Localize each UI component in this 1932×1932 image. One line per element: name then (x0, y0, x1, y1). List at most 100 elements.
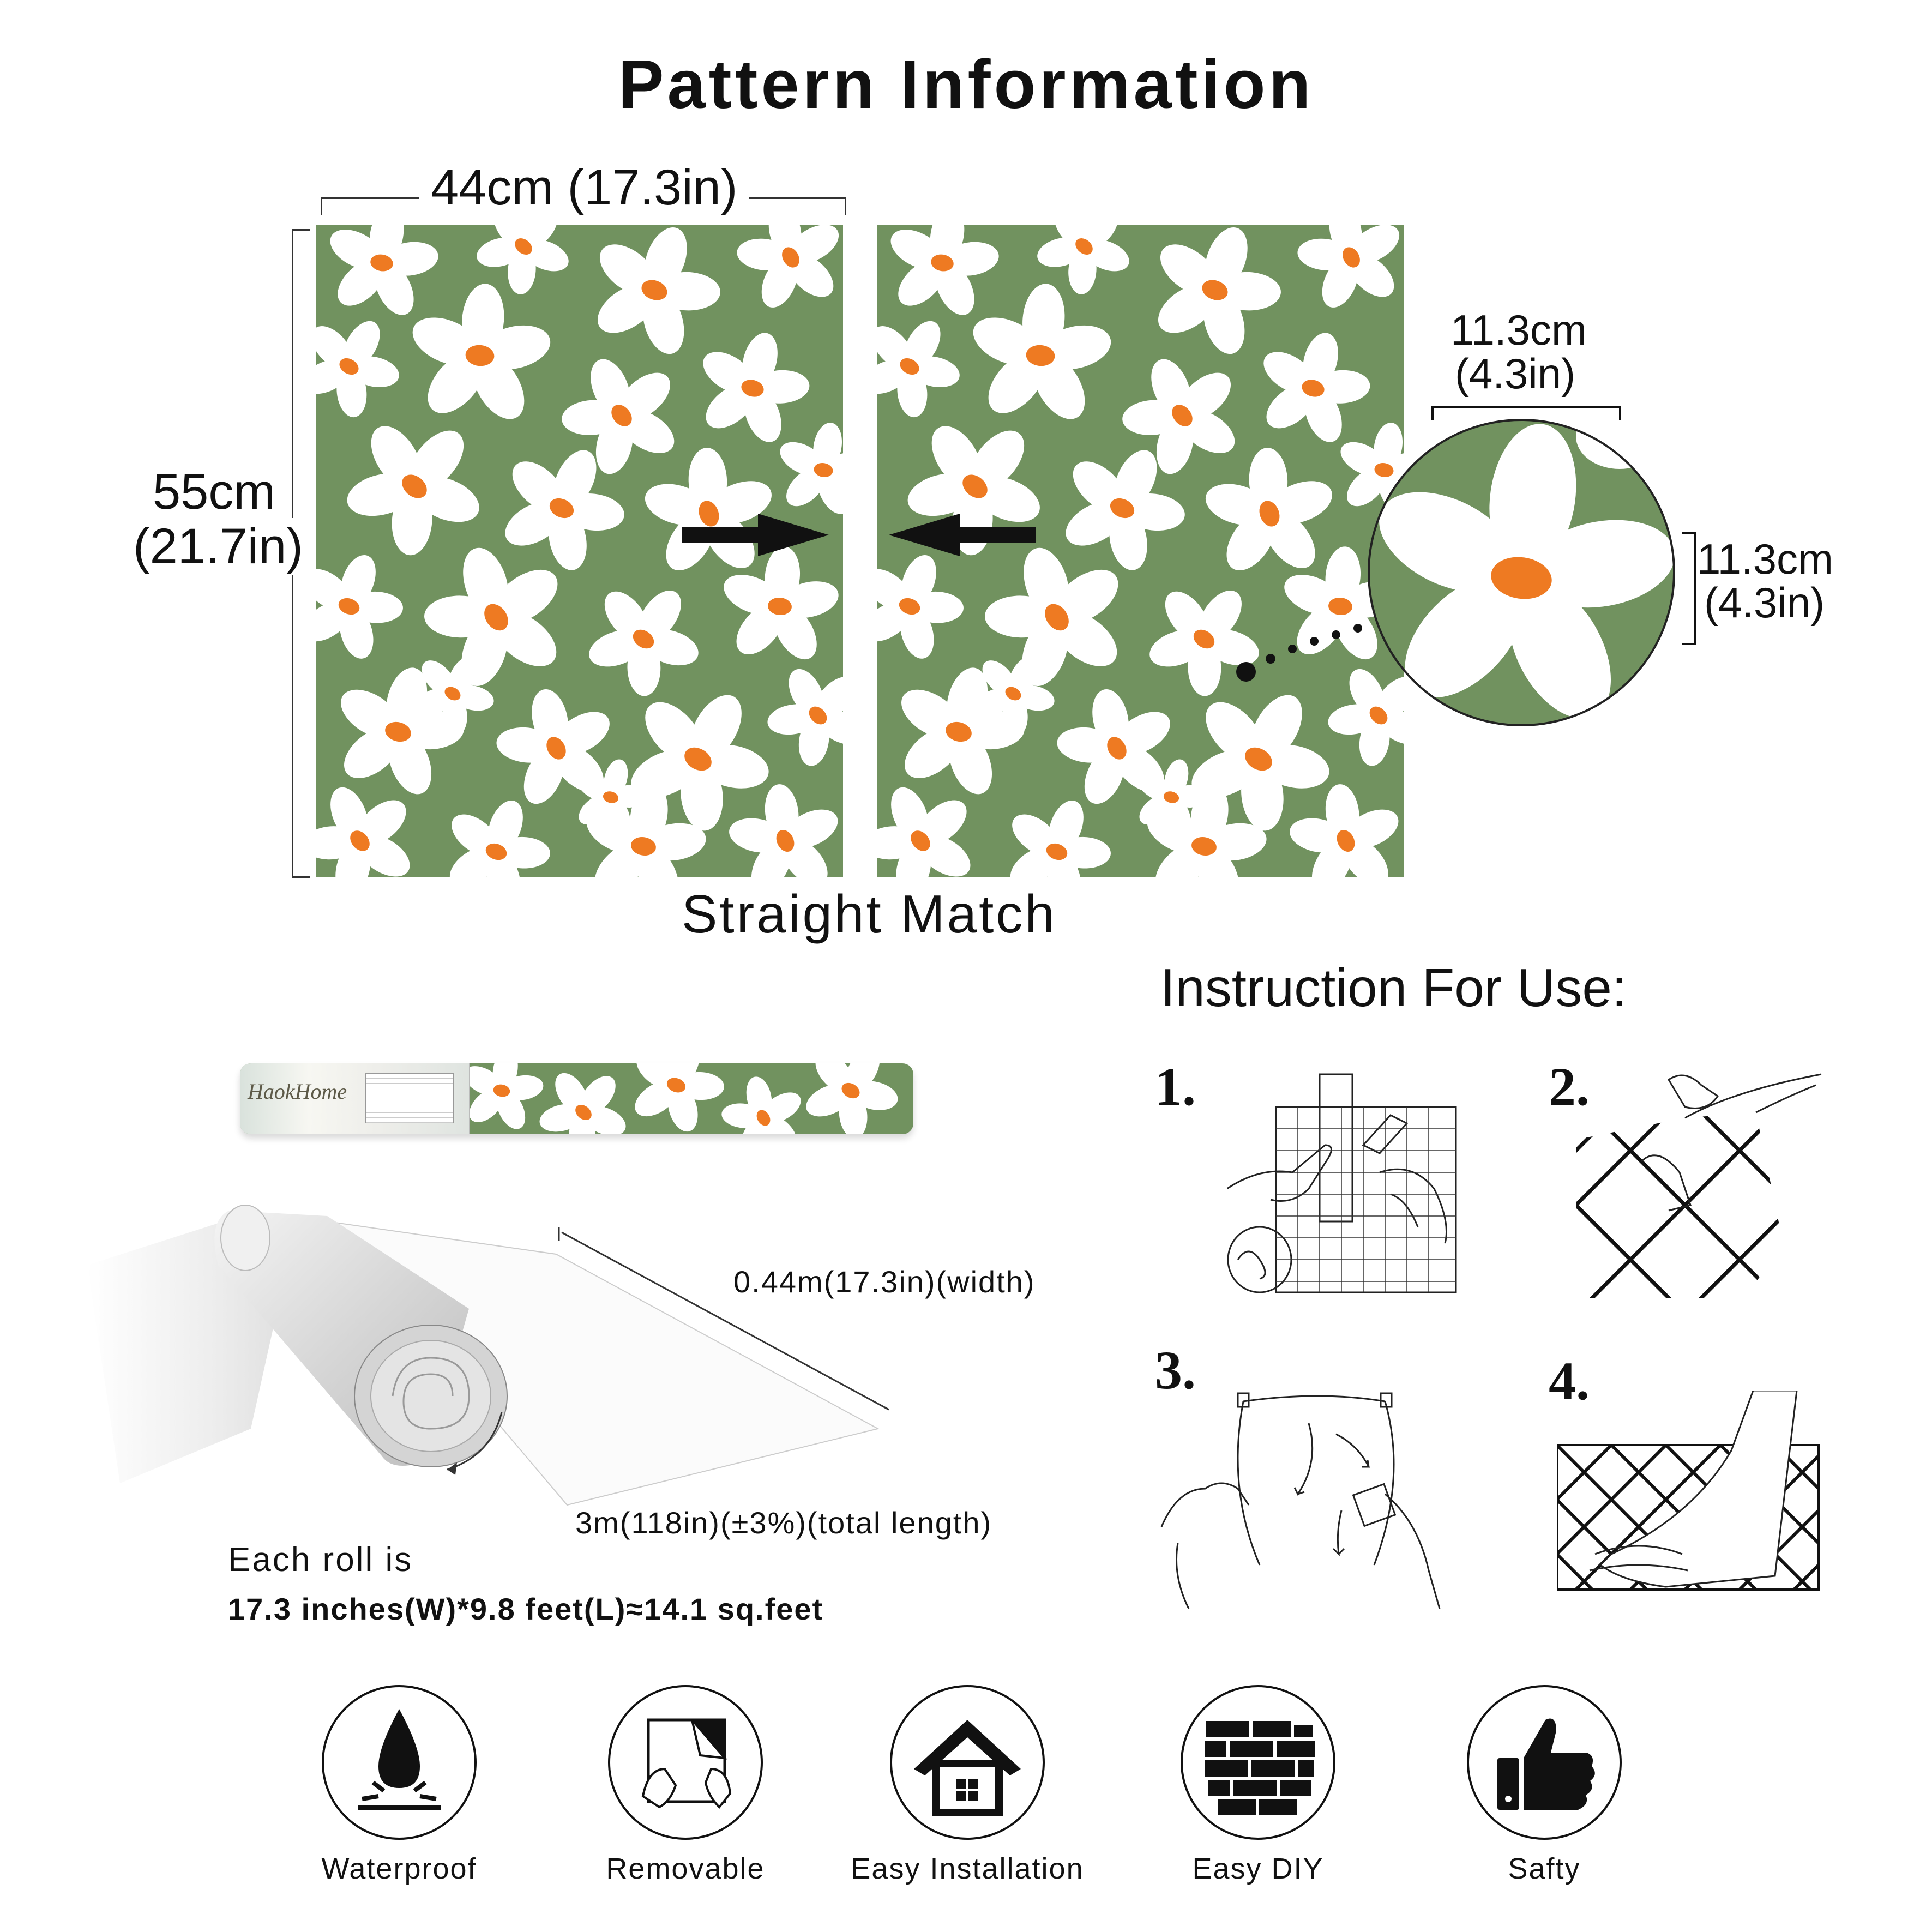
step-1-cut-illustration (1227, 1073, 1457, 1293)
step-number-4: 4. (1549, 1351, 1590, 1411)
flower (635, 1063, 724, 1132)
flower (724, 546, 839, 660)
flower (597, 227, 720, 354)
flower (1290, 784, 1399, 877)
flower (464, 1063, 544, 1129)
step-3-smooth-illustration (1160, 1392, 1441, 1609)
flower (1010, 800, 1111, 877)
feature-easy-installation-label: Easy Installation (851, 1852, 1084, 1885)
page-title: Pattern Information (618, 46, 1314, 123)
arrow-right-icon (682, 514, 829, 556)
match-type-label: Straight Match (682, 884, 1057, 944)
repeat-width-line (1431, 406, 1621, 420)
repeat-height-in: (4.3in) (1704, 579, 1825, 627)
flower (1149, 590, 1259, 696)
flower (767, 669, 843, 766)
flower (496, 689, 610, 804)
feature-easy-diy (1181, 1685, 1335, 1840)
flower (973, 284, 1111, 419)
flower (424, 547, 558, 687)
flower (645, 448, 772, 571)
roll-length-label: 3m(118in)(±3%)(total length) (575, 1506, 992, 1540)
thumbs-up-icon (1497, 1718, 1595, 1810)
step-2-peel-illustration (1576, 1073, 1822, 1298)
feature-waterproof-label: Waterproof (321, 1852, 477, 1885)
tube-pattern (464, 1063, 898, 1134)
pattern-panel-right (877, 225, 1404, 877)
flower (449, 800, 550, 877)
flower (341, 667, 464, 795)
repeat-width-in: (4.3in) (1455, 350, 1576, 398)
flower (729, 784, 838, 877)
flower (576, 759, 650, 834)
roll-summary-line2: 17.3 inches(W)*9.8 feet(L)≈14.1 sq.feet (228, 1592, 824, 1626)
flower (737, 225, 839, 308)
flower (539, 1073, 626, 1134)
repeat-height-cm: 11.3cm (1697, 535, 1833, 583)
feature-safety-label: Safty (1508, 1852, 1581, 1885)
flower (562, 359, 675, 474)
flower (1297, 225, 1400, 308)
repeat-height-line (1682, 532, 1696, 645)
floral-pattern (316, 225, 843, 877)
flower (412, 284, 551, 419)
step-number-3: 3. (1155, 1340, 1196, 1400)
flower (901, 667, 1025, 795)
flower (589, 590, 699, 696)
step-number-1: 1. (1155, 1056, 1196, 1117)
flower (1037, 225, 1129, 294)
flower (1158, 227, 1281, 354)
height-dimension-cm: 55cm (153, 464, 275, 521)
flower (1328, 669, 1404, 766)
feature-removable (608, 1685, 763, 1840)
flower (806, 1063, 898, 1134)
instructions-heading: Instruction For Use: (1160, 958, 1627, 1018)
flower (780, 423, 843, 514)
flower (1205, 448, 1332, 571)
flower (1066, 450, 1185, 570)
repeat-width-cm: 11.3cm (1450, 306, 1587, 354)
roll-summary-line1: Each roll is (228, 1541, 413, 1579)
flower (330, 225, 438, 315)
feature-safety (1467, 1685, 1622, 1840)
flower (347, 426, 479, 556)
flower (316, 787, 410, 877)
flower (316, 321, 399, 418)
step-4-apply-illustration (1557, 1391, 1820, 1591)
flower (316, 555, 403, 659)
feature-waterproof (322, 1685, 477, 1840)
flower (877, 321, 960, 418)
flower (974, 656, 1055, 736)
brand-name: HaokHome (248, 1079, 347, 1104)
flower (505, 450, 624, 570)
flower (477, 225, 569, 294)
magnified-flower (1368, 419, 1675, 726)
flower (877, 555, 964, 659)
flower (1122, 359, 1235, 474)
tube-label: HaokHome (240, 1063, 470, 1134)
flower (703, 333, 810, 442)
step-number-2: 2. (1549, 1056, 1590, 1117)
flower (1263, 333, 1370, 442)
peel-icon (641, 1718, 732, 1809)
roll-illustration (87, 1205, 889, 1506)
height-dimension-in: (21.7in) (133, 518, 303, 575)
arrow-left-icon (889, 514, 1036, 556)
feature-easy-diy-label: Easy DIY (1192, 1852, 1324, 1885)
flower (413, 656, 494, 736)
flower (721, 1076, 801, 1134)
water-drop-icon (358, 1709, 441, 1810)
flower (877, 787, 971, 877)
flower (1191, 695, 1329, 831)
product-tube: HaokHome (240, 1063, 913, 1134)
pattern-panel-left (316, 225, 843, 877)
feature-easy-installation (890, 1685, 1045, 1840)
house-icon (914, 1720, 1021, 1816)
brick-wall-icon (1205, 1721, 1315, 1815)
feature-removable-label: Removable (606, 1852, 765, 1885)
roll-width-label: 0.44m(17.3in)(width) (733, 1265, 1036, 1299)
flower (1137, 759, 1211, 834)
width-dimension-label: 44cm (17.3in) (419, 159, 750, 216)
flower (890, 225, 999, 315)
magnify-leader (1236, 624, 1362, 682)
